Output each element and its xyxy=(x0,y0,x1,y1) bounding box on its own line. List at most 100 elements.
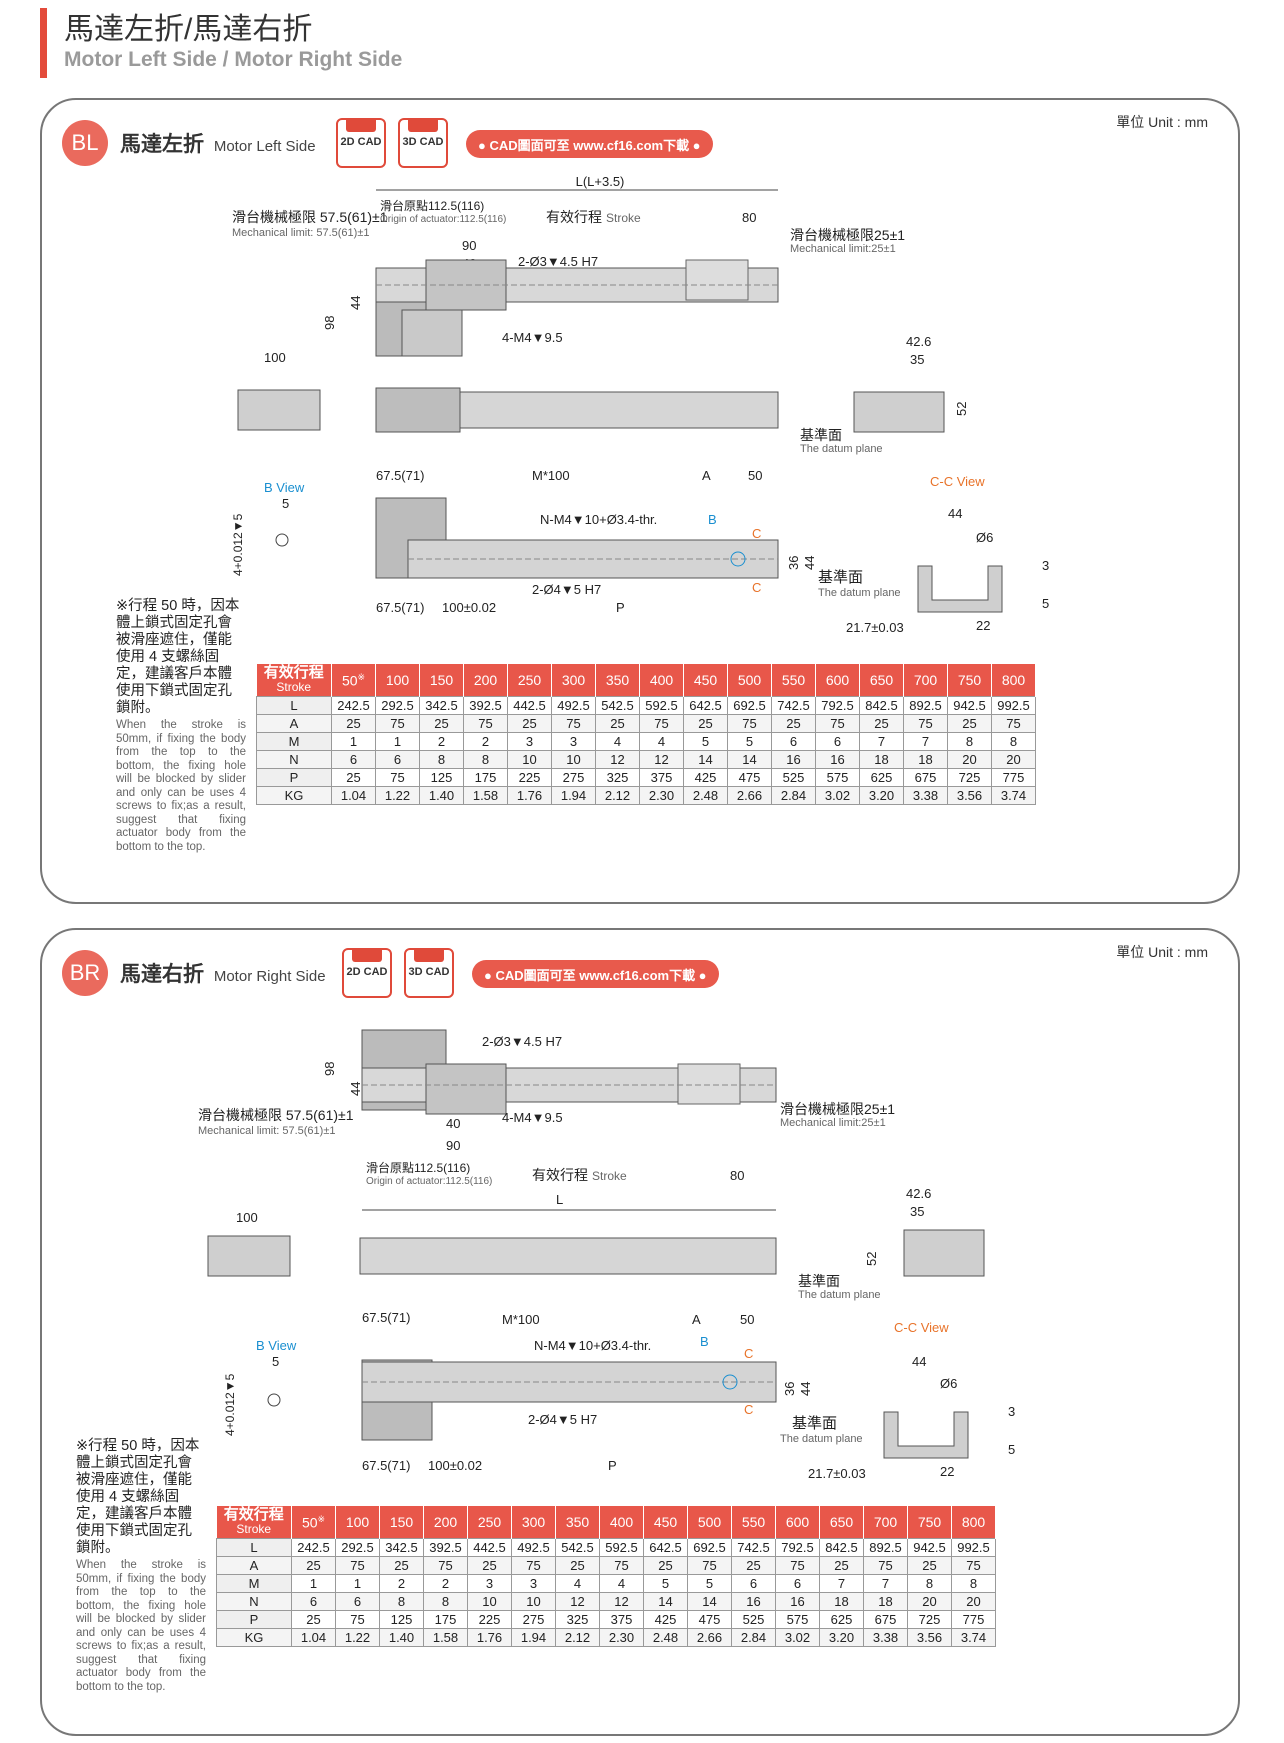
rail-front-view xyxy=(359,1237,777,1275)
stroke-note: ※行程 50 時，因本體上鎖式固定孔會被滑座遮住，僅能使用 4 支螺絲固定，建議… xyxy=(116,598,246,854)
dim-52: 52 xyxy=(954,402,969,416)
datum-label-2-en: The datum plane xyxy=(818,587,901,599)
table-cell: 725 xyxy=(947,768,992,787)
table-cell: 14 xyxy=(643,1592,688,1611)
table-cell: 18 xyxy=(859,750,904,769)
bl-technical-drawing: L(L+3.5) 滑台機械極限 57.5(61)±1 Mechanical li… xyxy=(231,174,1049,635)
table-cell: 3.20 xyxy=(859,786,904,805)
table-cell: 375 xyxy=(639,768,684,787)
table-cell: 10 xyxy=(507,750,552,769)
stroke-col: 500 xyxy=(687,1506,732,1539)
dim-44c: 44 xyxy=(948,506,962,521)
table-cell: 25 xyxy=(595,714,640,733)
dim-L: L xyxy=(556,1192,563,1207)
table-cell: 592.5 xyxy=(639,696,684,715)
row-label: L xyxy=(256,696,332,715)
table-cell: 525 xyxy=(731,1610,776,1629)
dim-P: P xyxy=(608,1458,617,1473)
cad-3d-label: 3D CAD xyxy=(408,966,450,978)
dim-5: 5 xyxy=(282,496,289,511)
cad-3d-label: 3D CAD xyxy=(402,136,444,148)
table-cell: 10 xyxy=(551,750,596,769)
table-cell: 392.5 xyxy=(423,1538,468,1557)
row-label: P xyxy=(256,768,332,787)
table-cell: 1.04 xyxy=(331,786,376,805)
dim-d6: Ø6 xyxy=(940,1376,957,1391)
dim-98: 98 xyxy=(322,1062,337,1076)
C-marker: C xyxy=(752,526,761,541)
table-cell: 275 xyxy=(511,1610,556,1629)
table-cell: 7 xyxy=(903,732,948,751)
table-cell: 175 xyxy=(463,768,508,787)
dim-44: 44 xyxy=(348,296,363,310)
cc-view-label: C-C View xyxy=(930,474,985,489)
table-cell: 1 xyxy=(331,732,376,751)
panel-title-en: Motor Right Side xyxy=(213,968,326,985)
stroke-col: 600 xyxy=(775,1506,820,1539)
h7b-label: 2-Ø4▼5 H7 xyxy=(532,582,601,597)
note-en: When the stroke is 50mm, if fixing the b… xyxy=(76,1559,206,1693)
table-cell: 275 xyxy=(551,768,596,787)
table-cell: 1.76 xyxy=(467,1628,512,1647)
cad-download-link[interactable]: ● CAD圖面可至 www.cf16.com下載 ● xyxy=(466,130,713,158)
tol-label: 4+0.012▼5 xyxy=(231,513,245,576)
table-cell: 25 xyxy=(331,714,376,733)
cad-2d-button[interactable]: 2D CAD xyxy=(336,118,386,168)
nm4-label: N-M4▼10+Ø3.4-thr. xyxy=(534,1338,651,1353)
dim-5b: 5 xyxy=(1042,596,1049,611)
dim-3: 3 xyxy=(1008,1404,1015,1419)
h7b-label: 2-Ø4▼5 H7 xyxy=(528,1412,597,1427)
dim-67b: 67.5(71) xyxy=(376,600,424,615)
table-cell: 942.5 xyxy=(947,696,992,715)
end-block xyxy=(685,259,749,301)
cad-3d-button[interactable]: 3D CAD xyxy=(404,948,454,998)
panel-title-en: Motor Left Side xyxy=(213,138,316,155)
table-cell: 1.94 xyxy=(551,786,596,805)
table-cell: 8 xyxy=(379,1592,424,1611)
dim-40: 40 xyxy=(446,1116,460,1131)
cad-3d-button[interactable]: 3D CAD xyxy=(398,118,448,168)
table-cell: 3.02 xyxy=(815,786,860,805)
table-cell: 3.56 xyxy=(947,786,992,805)
cad-download-link[interactable]: ● CAD圖面可至 www.cf16.com下載 ● xyxy=(472,960,719,988)
table-cell: 20 xyxy=(907,1592,952,1611)
dim-67b: 67.5(71) xyxy=(362,1458,410,1473)
cad-2d-label: 2D CAD xyxy=(346,966,388,978)
table-cell: 942.5 xyxy=(907,1538,952,1557)
table-cell: 7 xyxy=(859,732,904,751)
table-cell: 3.38 xyxy=(903,786,948,805)
table-cell: 5 xyxy=(687,1574,732,1593)
m4-label: 4-M4▼9.5 xyxy=(502,1110,563,1125)
table-cell: 75 xyxy=(903,714,948,733)
table-cell: 575 xyxy=(815,768,860,787)
row-label: M xyxy=(256,732,332,751)
floppy-icon xyxy=(346,118,376,132)
table-cell: 325 xyxy=(555,1610,600,1629)
origin-label: 滑台原點112.5(116) xyxy=(366,1160,470,1175)
table-cell: 75 xyxy=(951,1556,996,1575)
table-cell: 542.5 xyxy=(595,696,640,715)
table-cell: 1.04 xyxy=(291,1628,336,1647)
table-cell: 2 xyxy=(463,732,508,751)
table-cell: 425 xyxy=(643,1610,688,1629)
dim-36: 36 xyxy=(782,1382,797,1396)
dim-m100: M*100 xyxy=(502,1312,540,1327)
table-cell: 25 xyxy=(859,714,904,733)
stroke-col: 650 xyxy=(819,1506,864,1539)
table-cell: 842.5 xyxy=(859,696,904,715)
table-cell: 6 xyxy=(331,750,376,769)
stroke-label: 有效行程 xyxy=(532,1167,588,1183)
table-cell: 25 xyxy=(819,1556,864,1575)
table-cell: 75 xyxy=(775,1556,820,1575)
table-cell: 725 xyxy=(907,1610,952,1629)
cad-2d-button[interactable]: 2D CAD xyxy=(342,948,392,998)
tol-label: 4+0.012▼5 xyxy=(223,1373,237,1436)
table-cell: 16 xyxy=(771,750,816,769)
row-label: KG xyxy=(216,1628,292,1647)
table-cell: 1 xyxy=(291,1574,336,1593)
table-cell: 2.30 xyxy=(639,786,684,805)
cc-section xyxy=(917,565,1003,613)
stroke-col: 200 xyxy=(423,1506,468,1539)
